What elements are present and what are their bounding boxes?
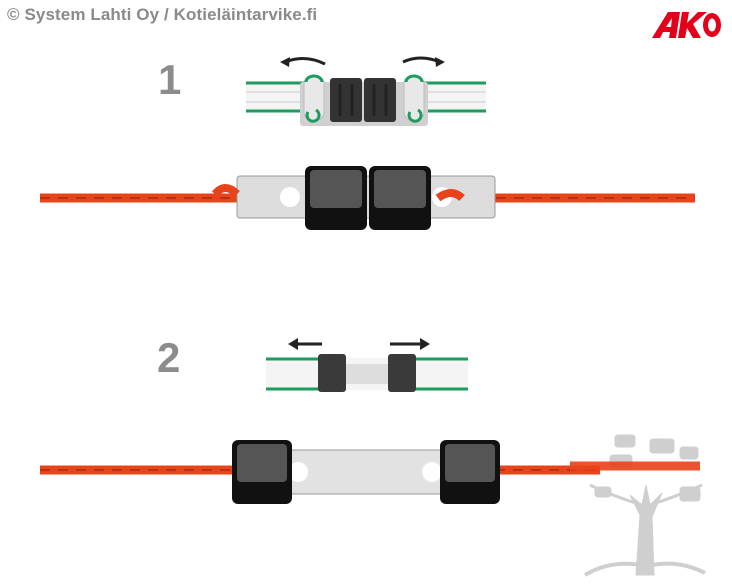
step-1-number: 1 xyxy=(158,56,182,103)
rotate-left-arrow-icon xyxy=(284,57,326,66)
step-1-rope-diagram xyxy=(40,166,695,230)
tree-watermark-icon xyxy=(570,434,706,577)
step-2-tape-diagram xyxy=(266,338,468,392)
pull-left-arrow-icon xyxy=(288,338,298,350)
step-2-rope-diagram xyxy=(40,440,600,504)
step-1-tape-diagram xyxy=(246,56,486,126)
step-2-number: 2 xyxy=(157,334,181,381)
pull-right-arrow-icon xyxy=(420,338,430,350)
copyright-text: © System Lahti Oy / Kotieläintarvike.fi xyxy=(7,5,318,24)
ako-logo xyxy=(652,12,721,38)
rotate-right-arrow-icon xyxy=(402,56,441,64)
